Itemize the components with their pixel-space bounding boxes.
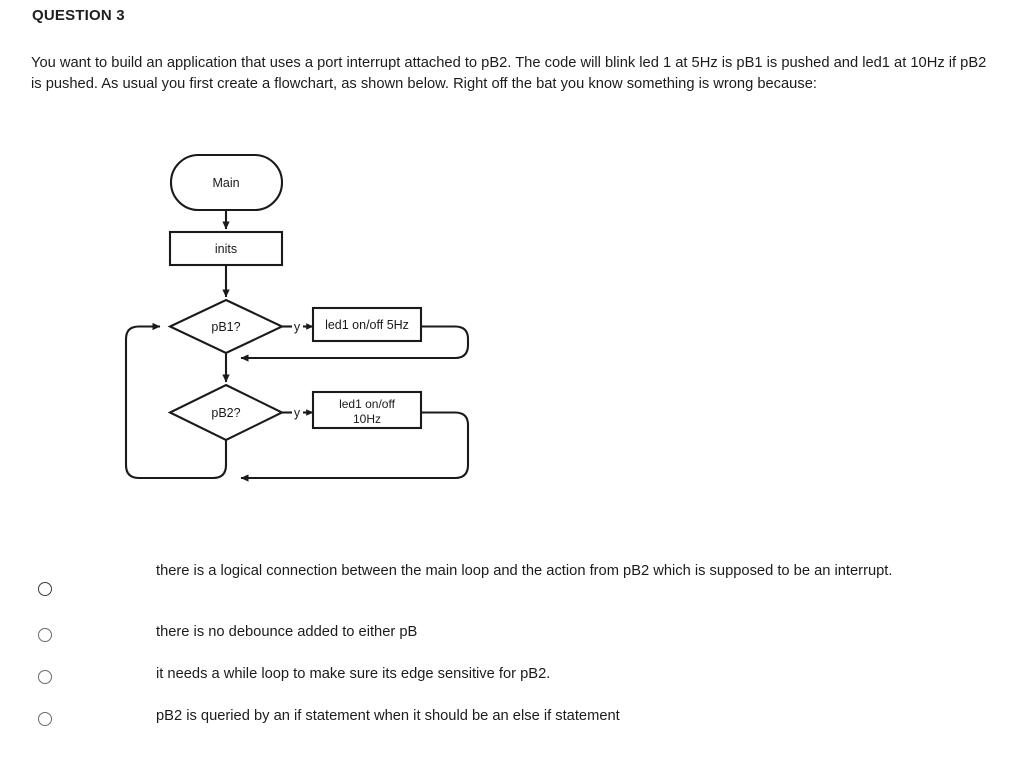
answer-option-c[interactable]: it needs a while loop to make sure its e…	[0, 652, 1024, 694]
flowchart-action-10hz-label-line1: led1 on/off	[339, 397, 395, 411]
flowchart-pb1-label: pB1?	[211, 320, 240, 334]
connector-10hz-return	[240, 411, 470, 482]
radio-button-b[interactable]	[38, 628, 52, 642]
answer-label-b: there is no debounce added to either pB	[156, 624, 418, 640]
radio-button-a[interactable]	[38, 582, 52, 596]
answer-option-b[interactable]: there is no debounce added to either pB	[0, 610, 1024, 652]
page-title: QUESTION 3	[32, 7, 125, 24]
answer-label-d: pB2 is queried by an if statement when i…	[156, 708, 620, 724]
flowchart-action-10hz-box	[311, 390, 423, 430]
flowchart-decision-pb1	[167, 298, 285, 355]
flowchart-pb2-label: pB2?	[211, 406, 240, 420]
flowchart-start-label: Main	[212, 176, 239, 190]
question-body-text: You want to build an application that us…	[31, 55, 987, 92]
flowchart-action-5hz-box	[311, 306, 423, 343]
flowchart-pb2-yes-label: y	[294, 406, 301, 420]
answer-label-c: it needs a while loop to make sure its e…	[156, 666, 551, 682]
connector-main-loop	[124, 322, 228, 480]
flowchart-action-10hz-label-line2: 10Hz	[353, 412, 381, 426]
radio-button-c[interactable]	[38, 670, 52, 684]
flowchart-start-terminal	[169, 153, 284, 212]
connector-5hz-return	[240, 325, 470, 362]
flowchart-decision-pb2	[167, 383, 285, 442]
flowchart-inits-box	[168, 230, 284, 267]
flowchart-action-5hz-label: led1 on/off 5Hz	[325, 318, 409, 332]
answer-option-a[interactable]: there is a logical connection between th…	[0, 548, 1024, 610]
answer-option-d[interactable]: pB2 is queried by an if statement when i…	[0, 694, 1024, 736]
radio-button-d[interactable]	[38, 712, 52, 726]
answer-label-a: there is a logical connection between th…	[156, 563, 893, 579]
answer-options-list: there is a logical connection between th…	[0, 548, 1024, 736]
flowchart-pb1-yes-label: y	[294, 320, 301, 334]
flowchart-inits-label: inits	[215, 242, 237, 256]
